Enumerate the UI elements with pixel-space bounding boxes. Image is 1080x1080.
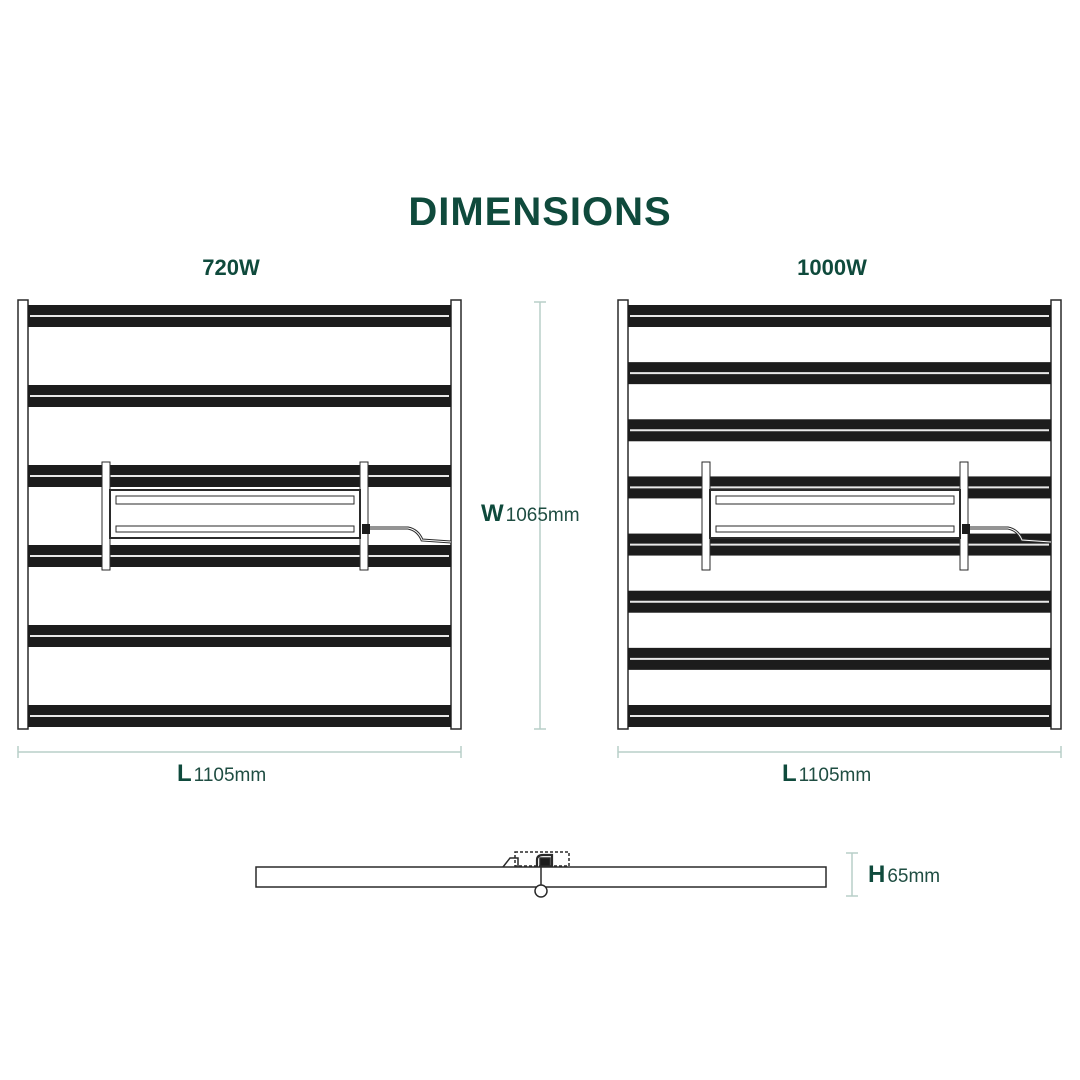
model-label-720w: 720W	[202, 255, 260, 280]
driver-bracket	[959, 461, 969, 571]
driver-bracket	[701, 461, 711, 571]
dimension-line-height	[846, 852, 858, 897]
driver-detail	[715, 525, 955, 533]
page-title: DIMENSIONS	[408, 190, 672, 234]
width-value: 1065mm	[505, 505, 580, 526]
driver-bracket	[101, 461, 111, 571]
length-letter: L	[177, 760, 192, 787]
length-value: 1105mm	[193, 765, 267, 786]
width-letter: W	[481, 500, 504, 527]
driver-detail	[715, 495, 955, 505]
power-cable	[370, 526, 452, 544]
dimension-line-width	[534, 301, 546, 730]
dimension-line-length-right	[617, 746, 1062, 758]
fixture-side-view	[255, 851, 827, 898]
driver-bracket	[359, 461, 369, 571]
driver-detail	[115, 495, 355, 505]
model-label-1000w: 1000W	[797, 255, 867, 280]
side-rail	[617, 299, 629, 730]
height-value: 65mm	[887, 866, 941, 887]
side-rail	[17, 299, 29, 730]
connector	[962, 524, 970, 534]
height-letter: H	[868, 861, 886, 888]
side-rail	[450, 299, 462, 730]
driver-detail	[115, 525, 355, 533]
dimension-line-length-left	[17, 746, 462, 758]
side-rail	[1050, 299, 1062, 730]
length-value: 1105mm	[798, 765, 872, 786]
power-cable-inner	[370, 527, 452, 543]
fixture-1000w-top-view	[617, 299, 1062, 730]
fixture-720w-top-view	[17, 299, 462, 730]
driver-box	[709, 489, 961, 539]
length-letter: L	[782, 760, 797, 787]
connector	[362, 524, 370, 534]
power-cable-inner	[970, 527, 1052, 543]
driver-box	[109, 489, 361, 539]
